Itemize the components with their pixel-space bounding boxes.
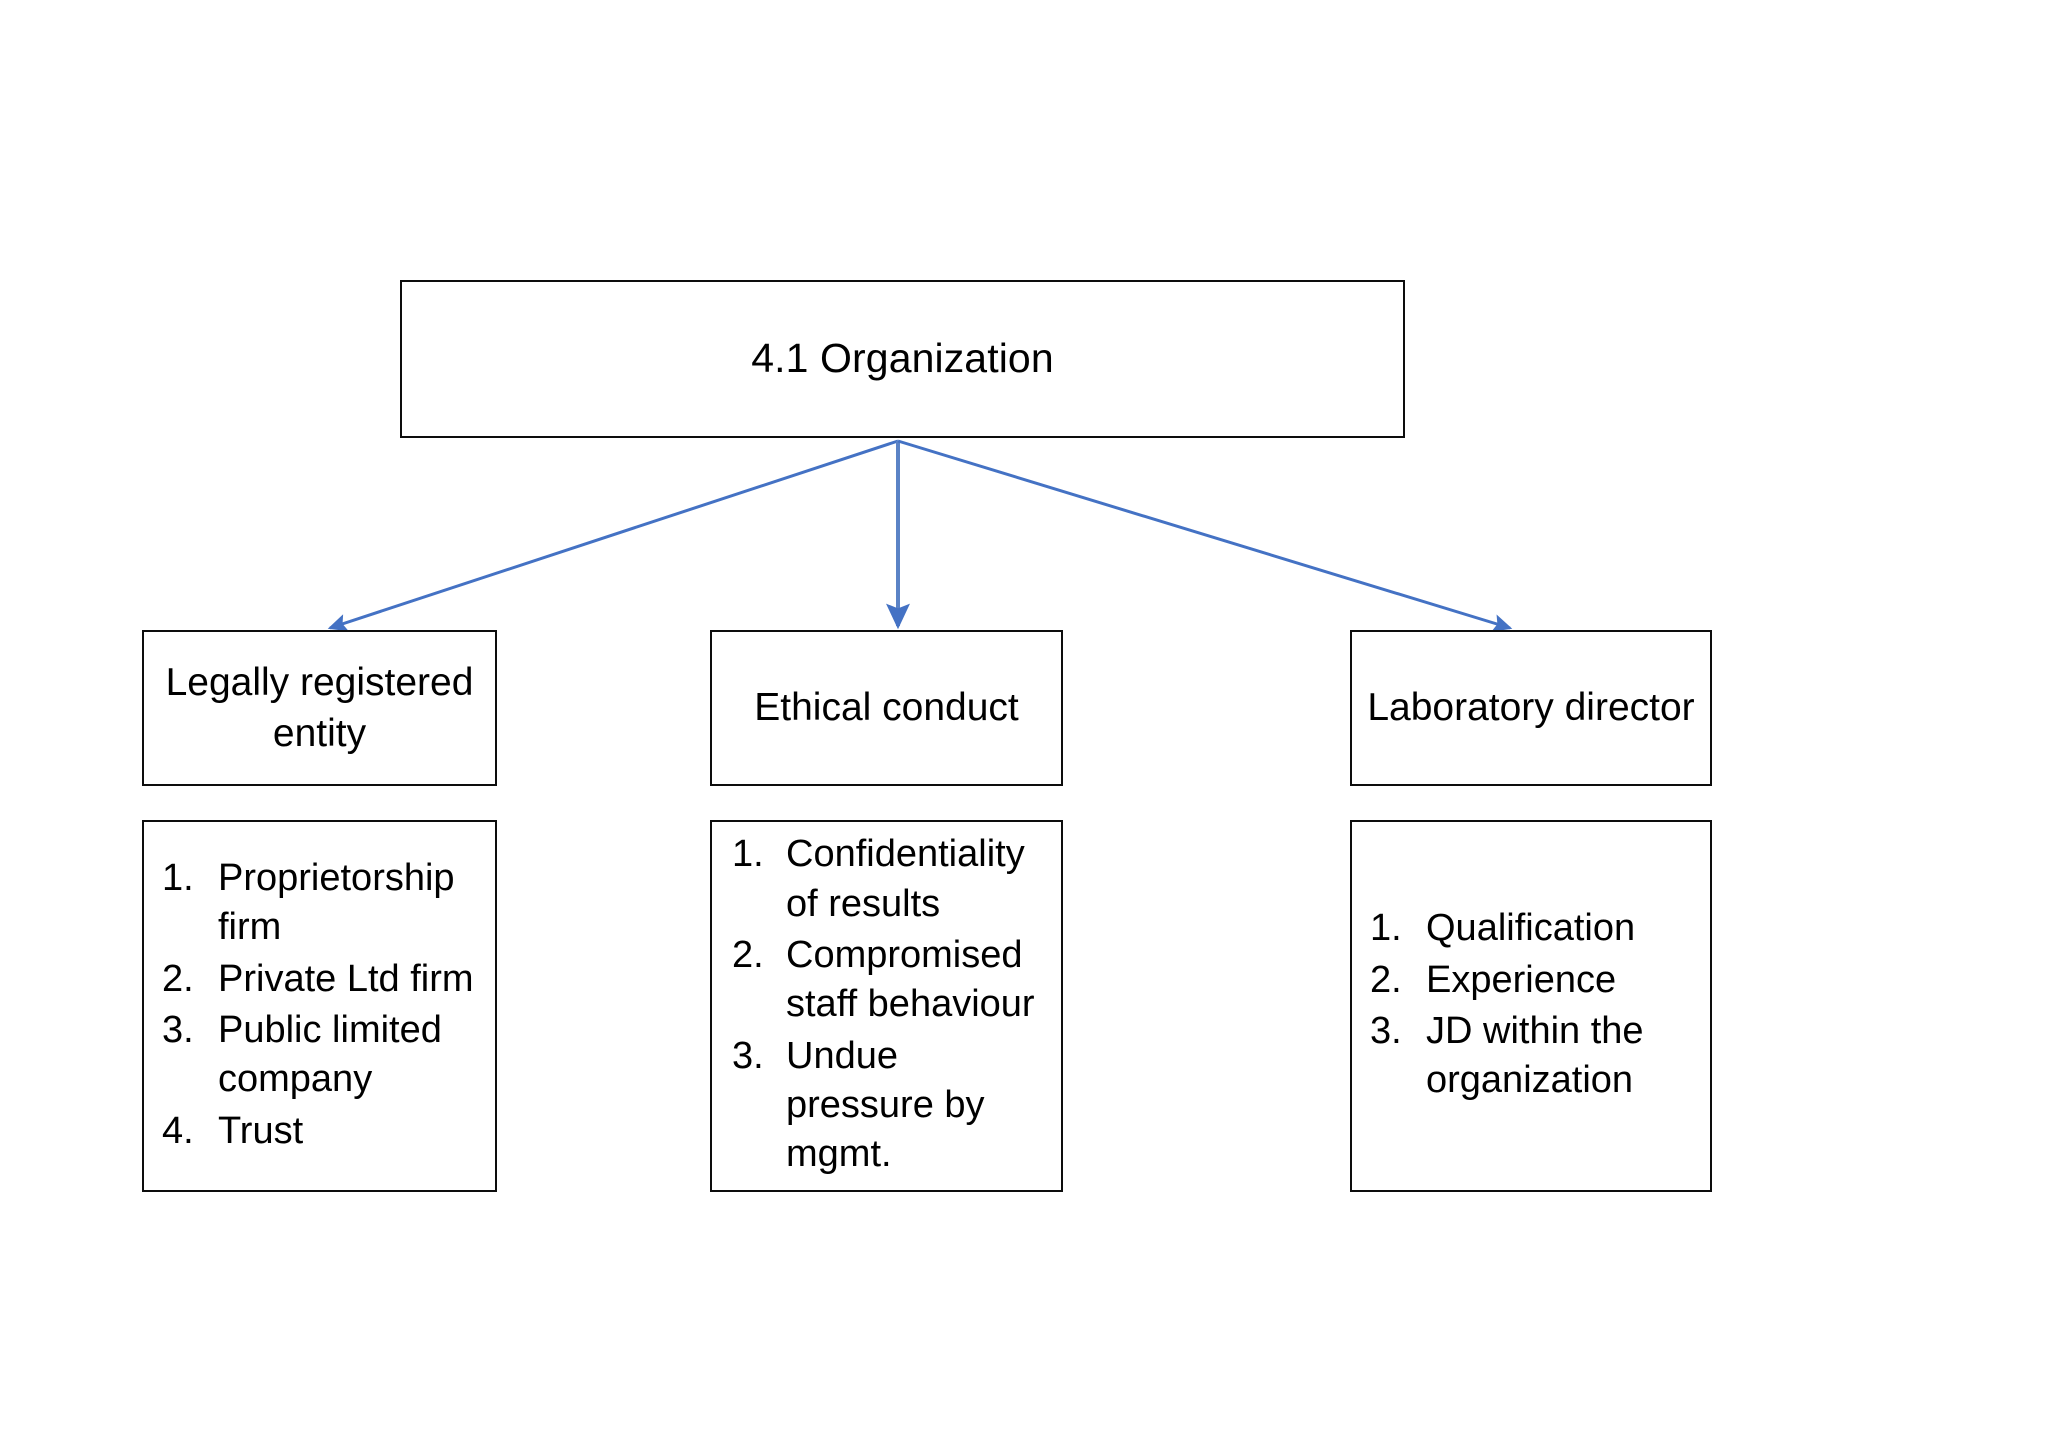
list-item-number: 3. [1370,1010,1402,1052]
list-item-number: 1. [1370,907,1402,950]
list-item-text: Confidentiality of results [786,833,1025,925]
node-ethical-conduct-label: Ethical conduct [754,686,1019,730]
item-list-legally-registered-entity: 1. Proprietorship firm 2. Private Ltd fi… [144,854,495,1158]
list-item: 2. Compromised staff behaviour [712,931,1043,1030]
list-box-ethical-conduct: 1. Confidentiality of results 2. Comprom… [710,820,1063,1192]
node-laboratory-director-label: Laboratory director [1367,686,1695,730]
connector-to-laboratory-director [897,439,1513,632]
item-list-laboratory-director: 1. Qualification 2. Experience 3. JD wit… [1352,904,1710,1108]
node-legally-registered-entity[interactable]: Legally registered entity [142,630,497,786]
list-item-number: 4. [162,1109,194,1152]
list-item-text: Trust [218,1109,304,1152]
node-laboratory-director[interactable]: Laboratory director [1350,630,1712,786]
list-item: 2. Private Ltd firm [144,955,477,1004]
node-ethical-conduct[interactable]: Ethical conduct [710,630,1063,786]
list-item: 2. Experience [1352,956,1692,1005]
list-item: 3. Public limited company [144,1006,477,1105]
list-item-text: Qualification [1426,907,1636,950]
list-item-text: Compromised staff behaviour [786,933,1035,1026]
list-item: 3. JD within the organization [1352,1007,1692,1106]
list-item: 1. Proprietorship firm [144,854,477,953]
list-item-number: 2. [1370,958,1402,1001]
list-item-number: 3. [732,1034,764,1077]
list-item-text: Undue pressure by mgmt. [786,1034,985,1176]
list-item-number: 1. [162,856,194,899]
list-item: 1. Confidentiality of results [712,830,1043,929]
list-box-legally-registered-entity: 1. Proprietorship firm 2. Private Ltd fi… [142,820,497,1192]
list-item: 1. Qualification [1352,904,1692,953]
list-item-text: Experience [1426,958,1617,1001]
item-list-ethical-conduct: 1. Confidentiality of results 2. Comprom… [712,830,1061,1182]
list-item-text: Public limited company [218,1009,442,1101]
list-item: 3. Undue pressure by mgmt. [712,1032,1043,1180]
list-item: 4. Trust [144,1107,477,1156]
connector-to-legally-registered-entity [327,439,899,632]
node-legally-registered-entity-label: Legally registered entity [165,660,474,755]
node-organization[interactable]: 4.1 Organization [400,280,1405,438]
list-item-text: Proprietorship firm [218,856,455,949]
list-item-number: 3. [162,1009,194,1051]
list-item-number: 1. [732,833,764,876]
list-box-laboratory-director: 1. Qualification 2. Experience 3. JD wit… [1350,820,1712,1192]
node-organization-label: 4.1 Organization [751,335,1054,382]
list-item-number: 2. [162,957,194,1000]
list-item-number: 2. [732,933,764,976]
list-item-text: JD within the organization [1426,1010,1644,1102]
list-item-text: Private Ltd firm [218,957,474,1000]
